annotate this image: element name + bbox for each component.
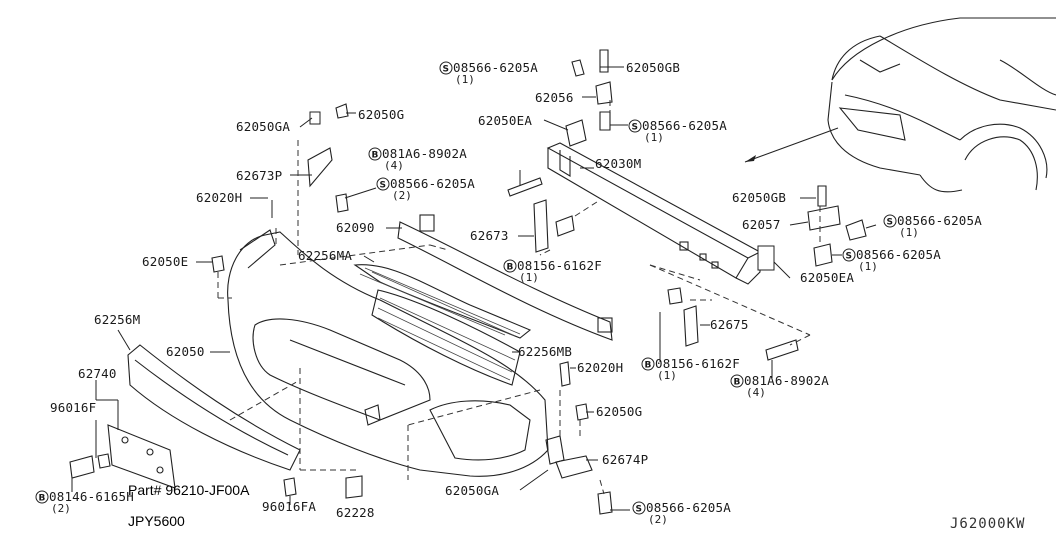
b-symbol: B [372,151,379,161]
circle-symbols: S S B S B S S B B B S [35,61,897,515]
label-08566-b: 08566-6205A [642,118,727,133]
label-62050ga-bot: 62050GA [445,483,499,498]
lower-grille [371,289,521,386]
label-08566-e: 08566-6205A [856,247,941,262]
label-62050g-top: 62050G [358,107,404,122]
s-symbol: S [846,252,852,262]
label-62673: 62673 [470,228,509,243]
label-62050g-bot: 62050G [596,404,642,419]
label-62090: 62090 [336,220,375,235]
b-symbol: B [39,494,46,504]
label-081a6-bot: 081A6-8902A [744,373,829,388]
label-081a6-bot-qty: (4) [746,386,766,399]
label-08146-qty: (2) [51,502,71,515]
label-62050: 62050 [166,344,205,359]
label-62050e: 62050E [142,254,188,269]
label-62030m: 62030M [595,156,641,171]
label-08566-f-qty: (2) [648,513,668,526]
lower-lip [127,344,301,471]
label-62675: 62675 [710,317,749,332]
label-08156-bot-qty: (1) [657,369,677,382]
label-08156-top: 08156-6162F [517,258,602,273]
label-96016f: 96016F [50,400,96,415]
label-62050ea-top: 62050EA [478,113,532,128]
upper-grille [353,264,532,339]
s-symbol: S [380,181,386,191]
b-symbol: B [734,378,741,388]
label-62256mb: 62256MB [518,344,572,359]
part-number: Part# 96210-JF00A [128,482,250,498]
s-symbol: S [443,65,449,75]
fasteners [69,49,867,515]
label-08156-bot: 08156-6162F [655,356,740,371]
label-08566-e-qty: (1) [858,260,878,273]
label-62056: 62056 [535,90,574,105]
diagram-code: J62000KW [950,516,1025,532]
label-08566-a: 08566-6205A [453,60,538,75]
label-08156-top-qty: (1) [519,271,539,284]
label-62228: 62228 [336,505,375,520]
label-62674p: 62674P [602,452,648,467]
label-08566-d-qty: (1) [899,226,919,239]
label-62020h-bot: 62020H [577,360,623,375]
label-62673p: 62673P [236,168,282,183]
label-62050ga-left: 62050GA [236,119,290,134]
plate-bracket [107,424,176,489]
label-62050gb-right: 62050GB [732,190,786,205]
bumper-fascia [227,229,549,477]
label-62740: 62740 [78,366,117,381]
label-62256ma: 62256MA [298,248,352,263]
energy-absorber [397,214,613,341]
label-62256m: 62256M [94,312,140,327]
label-08566-f: 08566-6205A [646,500,731,515]
b-symbol: B [645,361,652,371]
leader-lines [71,66,877,511]
label-62050ea-right: 62050EA [800,270,854,285]
s-symbol: S [887,218,893,228]
price: JPY5600 [128,513,185,529]
part-labels: 08566-6205A (1) 62050GB 62056 62050EA 08… [49,60,982,526]
s-symbol: S [636,505,642,515]
label-96016fa: 96016FA [262,499,316,514]
car-illustration [744,17,1056,193]
label-08566-c-qty: (2) [392,189,412,202]
b-symbol: B [507,263,514,273]
label-62057: 62057 [742,217,781,232]
label-08146: 08146-6165H [49,489,134,504]
label-62050gb-top: 62050GB [626,60,680,75]
label-08566-c: 08566-6205A [390,176,475,191]
label-62020h-top: 62020H [196,190,242,205]
label-081a6-top-qty: (4) [384,159,404,172]
label-08566-b-qty: (1) [644,131,664,144]
label-08566-d: 08566-6205A [897,213,982,228]
s-symbol: S [632,123,638,133]
label-081a6-top: 081A6-8902A [382,146,467,161]
label-08566-a-qty: (1) [455,73,475,86]
